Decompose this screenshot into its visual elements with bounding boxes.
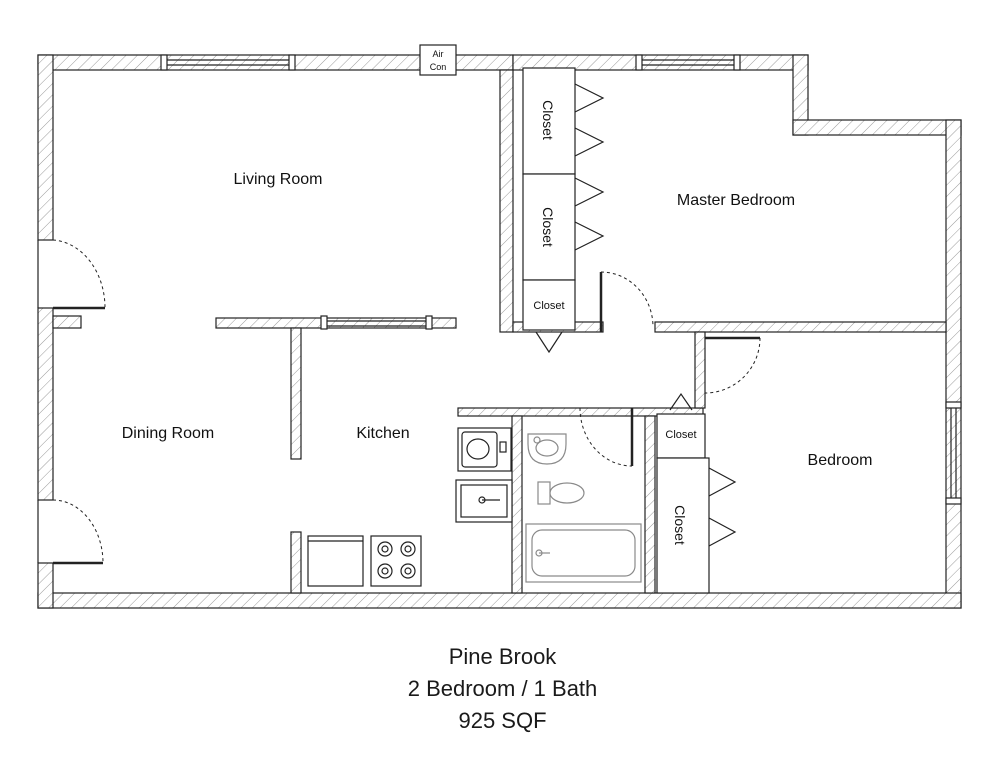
plan-name: Pine Brook: [448, 644, 557, 669]
doors: [37, 239, 761, 565]
kitchen-fixtures: [307, 427, 513, 587]
plan-layout: 2 Bedroom / 1 Bath: [407, 676, 598, 701]
floor-plan: Air Con Closet Closet Closet: [37, 44, 962, 609]
windows: [160, 54, 962, 505]
outer-walls: [37, 54, 962, 609]
master-bedroom-label: Master Bedroom: [677, 192, 795, 209]
living-room-label: Living Room: [234, 171, 323, 188]
kitchen-label: Kitchen: [356, 425, 409, 442]
bedroom-closets: [656, 392, 737, 594]
bedroom-closet-small-label: Closet: [665, 429, 696, 441]
dining-room-label: Dining Room: [122, 425, 214, 442]
air-con-label-2: Con: [430, 62, 447, 72]
master-closet-1-label: Closet: [540, 100, 556, 140]
bedroom-label: Bedroom: [808, 452, 873, 469]
master-closet-small-label: Closet: [533, 300, 564, 312]
bathroom-fixtures: [525, 433, 642, 583]
bedroom-closet-large-label: Closet: [672, 505, 688, 545]
plan-area: 925 SQF: [458, 708, 547, 733]
air-con-label-1: Air: [433, 49, 444, 59]
master-closets: [522, 67, 605, 354]
master-closet-2-label: Closet: [540, 207, 556, 247]
air-con: Air Con: [419, 44, 457, 76]
